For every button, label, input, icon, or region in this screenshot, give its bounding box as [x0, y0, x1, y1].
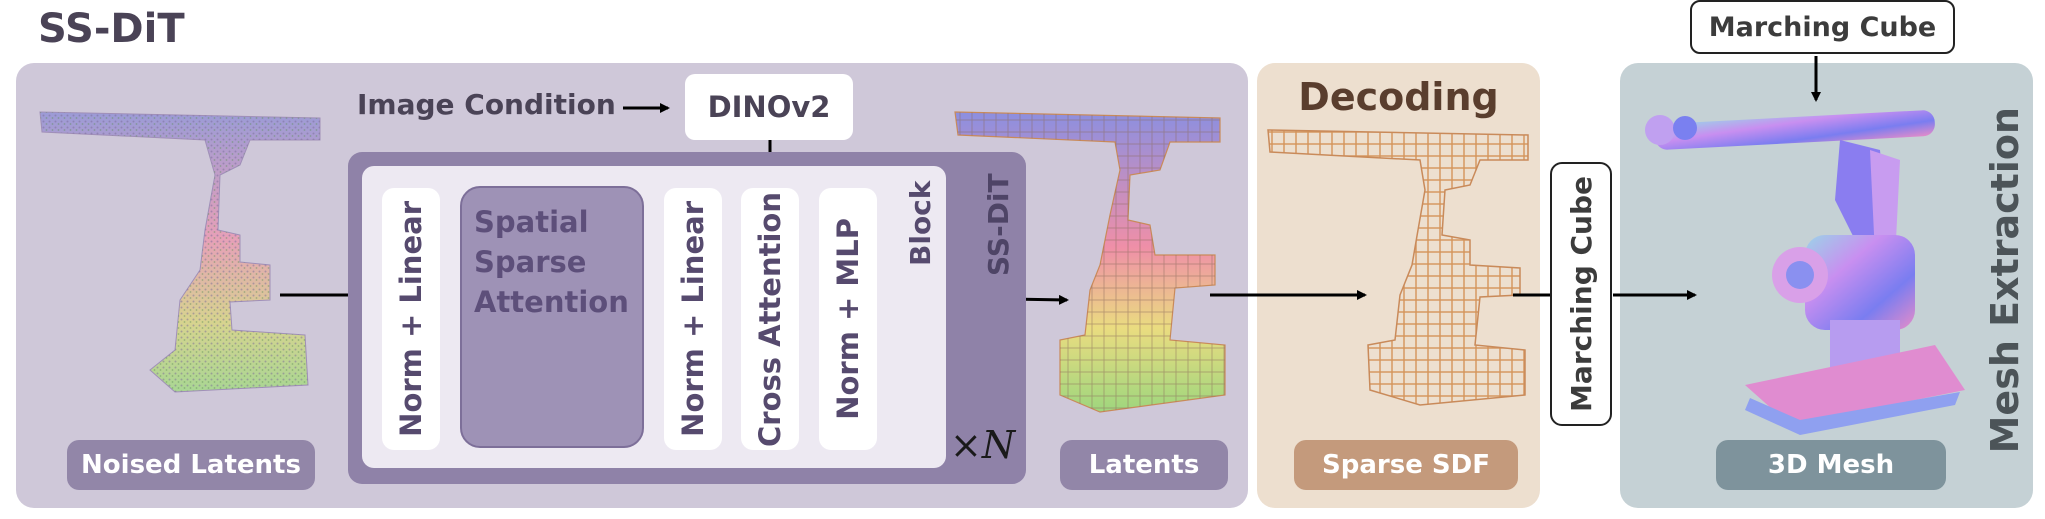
noised-latents-figure — [39, 111, 321, 393]
attention-line: Attention — [474, 285, 629, 319]
sparse-line: Sparse — [474, 245, 587, 279]
norm-linear-label-1: Norm + Linear — [394, 201, 428, 437]
spatial-line: Spatial — [474, 205, 589, 239]
ssdit-inner-label-wrap: SS-DiT — [978, 173, 1018, 276]
norm-linear-label-2: Norm + Linear — [676, 201, 710, 437]
norm-linear-column-2: Norm + Linear — [664, 188, 722, 450]
marching-cube-top-box: Marching Cube — [1690, 0, 1955, 54]
sparse-sdf-figure — [1267, 129, 1529, 406]
sparse-sdf-pill: Sparse SDF — [1294, 440, 1518, 490]
marching-cube-box: Marching Cube — [1550, 162, 1612, 426]
diagram-title: SS-DiT — [38, 6, 185, 52]
block-label: Block — [903, 180, 937, 266]
latents-figure — [954, 111, 1226, 413]
ssdit-inner-label: SS-DiT — [981, 173, 1015, 276]
mesh-extraction-title: Mesh Extraction — [1983, 106, 2027, 454]
latents-pill: Latents — [1060, 440, 1228, 490]
mesh-pill: 3D Mesh — [1716, 440, 1946, 490]
norm-linear-column-1: Norm + Linear — [382, 188, 440, 450]
mesh-figure — [1645, 110, 1965, 435]
marching-cube-vertical-label: Marching Cube — [1564, 176, 1598, 412]
spatial-sparse-attention-box: Spatial Sparse Attention — [460, 186, 644, 448]
norm-mlp-column: Norm + MLP — [819, 188, 877, 450]
mesh-extraction-title-wrap: Mesh Extraction — [1978, 106, 2032, 454]
decoding-title: Decoding — [1298, 75, 1499, 119]
repeat-label: ×N — [950, 423, 1016, 467]
block-label-wrap: Block — [900, 176, 940, 266]
noised-latents-pill: Noised Latents — [67, 440, 315, 490]
cross-attention-column: Cross Attention — [741, 188, 799, 450]
dinov2-box: DINOv2 — [685, 74, 853, 140]
cross-attention-label: Cross Attention — [753, 191, 787, 447]
norm-mlp-label: Norm + MLP — [831, 218, 865, 420]
image-condition-label: Image Condition — [357, 88, 616, 121]
